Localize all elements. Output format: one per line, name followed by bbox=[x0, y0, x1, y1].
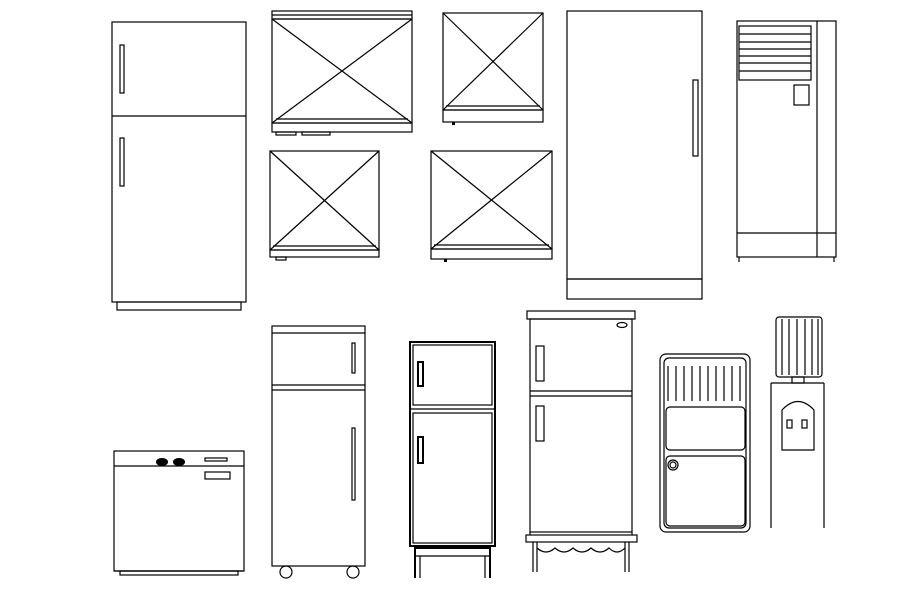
single-door-refrigerator bbox=[566, 10, 703, 300]
refrigerator-on-bench bbox=[525, 310, 638, 572]
compact-refrigerator-on-stand bbox=[409, 341, 496, 578]
dishwasher bbox=[113, 450, 245, 576]
refrigerator-on-casters bbox=[271, 325, 366, 579]
air-cooler bbox=[659, 353, 751, 533]
appliance-plan-bottom-right bbox=[430, 150, 553, 262]
water-dispenser bbox=[770, 316, 825, 528]
top-freezer-refrigerator bbox=[111, 21, 247, 311]
appliance-plan-large-left bbox=[271, 10, 413, 136]
appliance-plan-bottom-left bbox=[269, 150, 380, 261]
appliance-plan-top-right bbox=[442, 12, 544, 125]
floor-standing-air-conditioner bbox=[736, 20, 837, 262]
